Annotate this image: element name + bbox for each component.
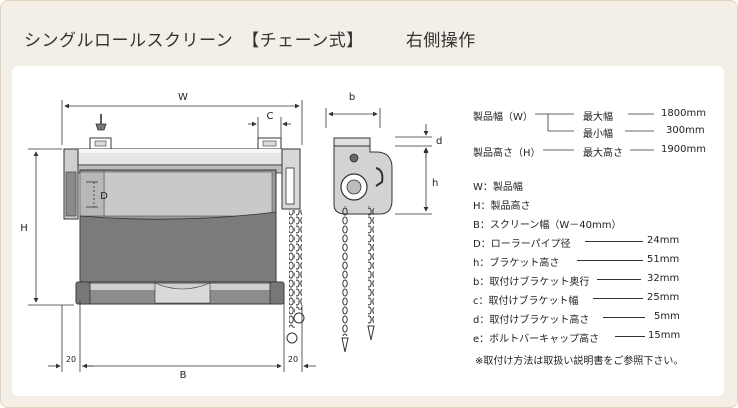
spec-width-min-value: 300mm — [666, 125, 705, 136]
legend-item: d：取付けブラケット高さ — [473, 315, 590, 326]
title-operation: 右側操作 — [405, 31, 476, 51]
legend-item: e：ボルトバーキャップ高さ — [473, 334, 600, 345]
label-B: B — [180, 370, 187, 381]
label-margin-left: 20 — [66, 355, 76, 364]
label-H: H — [20, 223, 28, 234]
legend-item: h：ブラケット高さ — [473, 258, 560, 269]
spec-width-min-label: 最小幅 — [583, 129, 613, 140]
page-title: シングルロールスクリーン 【チェーン式】 右側操作 — [24, 26, 476, 51]
legend-item: c：取付けブラケット幅 — [473, 296, 579, 307]
spec-width-max-label: 最大幅 — [583, 112, 613, 123]
spec-height-max-value: 1900mm — [661, 144, 706, 155]
bolt-icon — [95, 114, 107, 131]
label-C: C — [267, 111, 274, 122]
bottom-bar — [75, 281, 285, 305]
title-main: シングルロールスクリーン 【チェーン式】 — [24, 31, 364, 51]
label-h: h — [432, 178, 438, 189]
label-b: b — [349, 92, 355, 103]
dim-B: B 20 20 — [48, 300, 316, 381]
installation-note: ※取付け方法は取扱い説明書をご参照下さい。 — [475, 356, 684, 367]
legend-value: 24mm — [647, 235, 680, 246]
dim-D: D — [86, 181, 108, 208]
legend-item: b：取付けブラケット奥行 — [473, 277, 590, 288]
legend-value: 5mm — [654, 311, 680, 322]
spec-width-label: 製品幅（W） — [473, 112, 533, 123]
legend-value: 32mm — [647, 273, 680, 284]
legend-item: D：ローラーパイプ径 — [473, 239, 571, 250]
dim-C: C — [248, 111, 291, 140]
headbox — [63, 148, 301, 220]
dim-H: H — [20, 148, 74, 306]
legend-item: B：スクリーン幅（W－40mm） — [473, 220, 622, 231]
pull-chain — [286, 210, 305, 344]
spec-lines — [535, 113, 654, 151]
spec-width-max-value: 1800mm — [661, 108, 706, 119]
label-W: W — [178, 92, 188, 103]
label-D: D — [100, 191, 108, 202]
spec-height-label: 製品高さ（H） — [473, 148, 541, 159]
spec-height-max-label: 最大高さ — [583, 148, 623, 159]
legend-value: 15mm — [648, 330, 681, 341]
label-d: d — [436, 136, 442, 147]
legend-item: W：製品幅 — [473, 182, 523, 193]
legend-value: 51mm — [647, 254, 680, 265]
side-view-diagram: b d h — [325, 92, 442, 353]
dim-W: W — [61, 92, 303, 145]
legend-item: H：製品高さ — [473, 201, 531, 212]
label-margin-right: 20 — [288, 355, 298, 364]
screen-fabric — [79, 169, 277, 283]
legend-value: 25mm — [647, 292, 680, 303]
